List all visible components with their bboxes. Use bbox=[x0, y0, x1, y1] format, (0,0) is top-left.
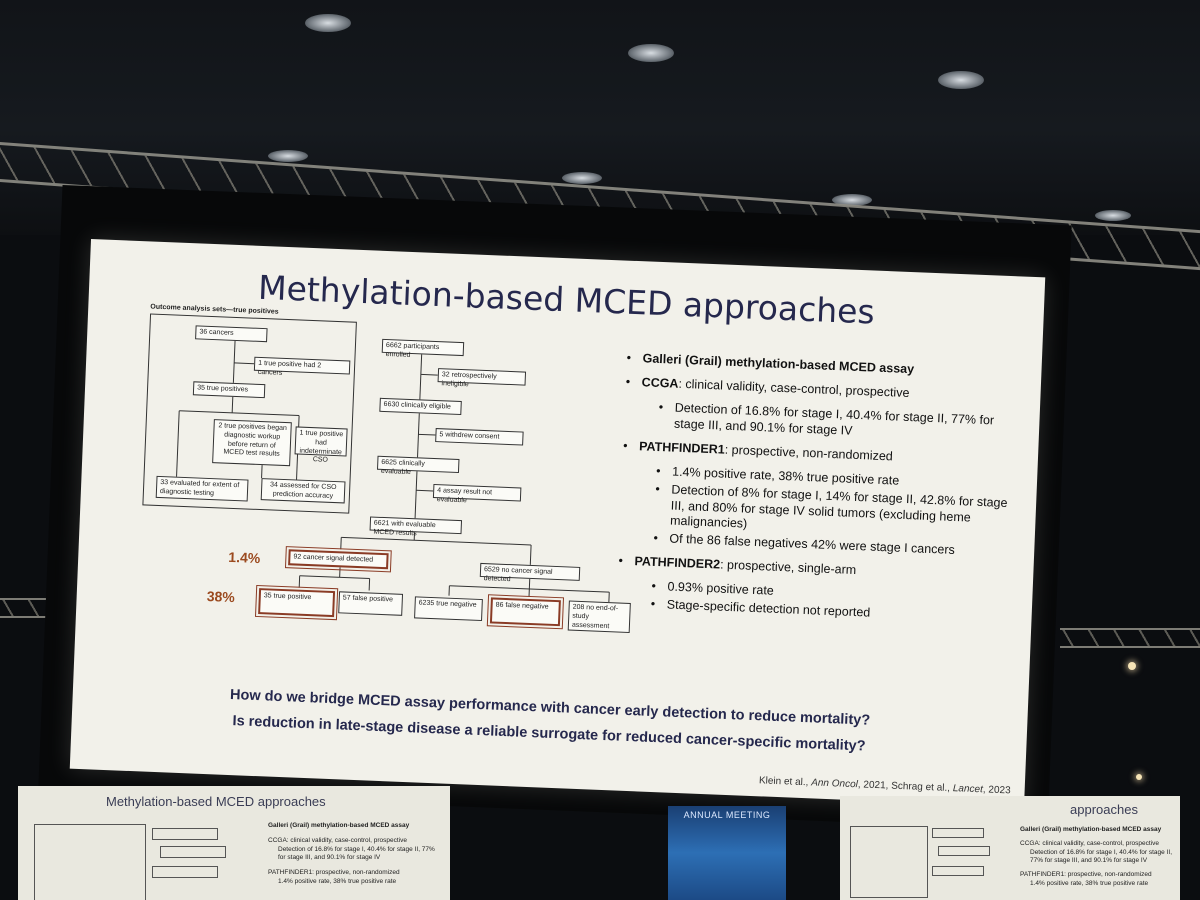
bullet-pathfinder2: PATHFINDER2: prospective, single-arm bbox=[618, 554, 1008, 584]
monitor-flowchart bbox=[34, 824, 146, 900]
box-32-ineligible: 32 retrospectively ineligible bbox=[437, 368, 527, 388]
box-6529-no-signal: 6529 no cancer signal detected bbox=[479, 562, 581, 583]
monitor-flowchart bbox=[938, 846, 990, 856]
box-33-evaluated: 33 evaluated for extent of diagnostic te… bbox=[155, 475, 249, 502]
monitor-flowchart bbox=[152, 828, 218, 840]
monitor-flowchart bbox=[160, 846, 226, 858]
monitor-line: Galleri (Grail) methylation-based MCED a… bbox=[268, 822, 435, 885]
box-34-assessed: 34 assessed for CSO prediction accuracy bbox=[260, 478, 346, 504]
bullet-list: Galleri (Grail) methylation-based MCED a… bbox=[616, 351, 1017, 636]
side-truss-right bbox=[1060, 628, 1200, 648]
box-1tp-2-cancers: 1 true positive had 2 cancers bbox=[253, 356, 351, 377]
bullet-group: CCGA: clinical validity, case-control, p… bbox=[624, 375, 1016, 446]
bullet-pathfinder1: PATHFINDER1: prospective, non-randomized bbox=[623, 439, 1013, 469]
ceiling-light bbox=[562, 172, 602, 184]
bullet-ccga: CCGA: clinical validity, case-control, p… bbox=[625, 375, 1015, 405]
box-86-false-negative: 86 false negative bbox=[486, 594, 564, 630]
box-6235-true-negative: 6235 true negative bbox=[414, 596, 483, 622]
box-35-true-positive: 35 true positive bbox=[255, 584, 339, 621]
sub-bullet: Detection of 16.8% for stage I, 40.4% fo… bbox=[658, 400, 1015, 446]
box-1tp-indeterminate: 1 true positive had indeterminate CSO bbox=[294, 426, 348, 464]
center-banner-screen: ANNUAL MEETING bbox=[668, 806, 786, 900]
banner-text: ANNUAL MEETING bbox=[683, 810, 771, 820]
monitor-title: approaches bbox=[1070, 802, 1138, 817]
monitor-flowchart bbox=[152, 866, 218, 878]
ceiling-light bbox=[628, 44, 674, 62]
box-6662-enrolled: 6662 participants enrolled bbox=[381, 338, 465, 359]
presentation-slide: Methylation-based MCED approaches Outcom… bbox=[69, 239, 1046, 807]
positive-rate-label: 1.4% bbox=[228, 548, 261, 567]
box-36-cancers: 36 cancers bbox=[195, 325, 268, 343]
ceiling-light bbox=[268, 150, 308, 162]
box-2tp-began-workup: 2 true positives began diagnostic workup… bbox=[212, 419, 292, 467]
box-57-false-positive: 57 false positive bbox=[338, 591, 404, 616]
bullet-group: PATHFINDER2: prospective, single-arm 0.9… bbox=[617, 554, 1009, 627]
monitor-flowchart bbox=[932, 828, 984, 838]
monitor-line: Galleri (Grail) methylation-based MCED a… bbox=[1020, 826, 1172, 887]
confidence-monitor-right: approaches Galleri (Grail) methylation-b… bbox=[840, 796, 1180, 900]
true-positive-rate-label: 38% bbox=[206, 587, 236, 606]
stage-light bbox=[1128, 662, 1136, 670]
ceiling-light bbox=[1095, 210, 1131, 221]
bullet-group: PATHFINDER1: prospective, non-randomized… bbox=[619, 439, 1013, 561]
monitor-flowchart bbox=[850, 826, 928, 898]
monitor-flowchart bbox=[932, 866, 984, 876]
ceiling-light bbox=[305, 14, 351, 32]
box-6625-evaluable: 6625 clinically evaluable bbox=[376, 455, 460, 476]
box-4-assay-not-evaluable: 4 assay result not evaluable bbox=[432, 483, 522, 504]
monitor-title: Methylation-based MCED approaches bbox=[106, 794, 326, 809]
confidence-monitor-left: Methylation-based MCED approaches Galler… bbox=[18, 786, 450, 900]
box-35-true-positives: 35 true positives bbox=[192, 381, 266, 399]
stage-light bbox=[1136, 774, 1142, 780]
ceiling-light bbox=[938, 71, 984, 89]
box-6621-evaluable-mced: 6621 with evaluable MCED results bbox=[369, 516, 463, 537]
